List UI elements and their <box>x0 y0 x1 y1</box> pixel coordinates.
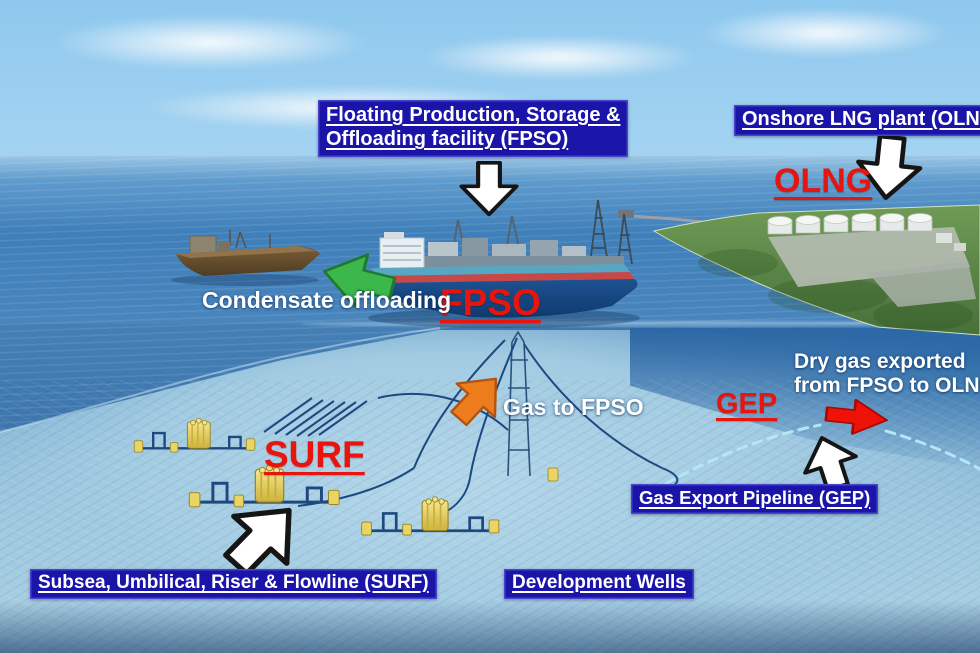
condensate-offloading-text: Condensate offloading <box>202 287 452 313</box>
flowlines <box>263 337 679 519</box>
surf-annotation: SURF <box>264 434 365 475</box>
dry-gas-line1: Dry gas exported <box>794 350 966 373</box>
development-wells-label-box: Development Wells <box>504 569 694 599</box>
dry-gas-export-arrow-icon <box>824 398 889 435</box>
onshore-lng-plant <box>617 204 980 336</box>
hull <box>378 279 638 318</box>
cloud <box>420 35 700 80</box>
gas-to-fpso-text: Gas to FPSO <box>503 394 644 420</box>
condensate-tanker <box>171 230 320 286</box>
waterline-foam <box>300 321 980 327</box>
gep-up-arrow-icon <box>803 436 858 493</box>
gep-dashed-pipeline <box>650 423 980 494</box>
gep-annotation: GEP <box>716 388 778 420</box>
surf-up-right-arrow-icon <box>223 507 292 577</box>
plant-pad <box>868 261 976 307</box>
gep-label-text: Gas Export Pipeline (GEP) <box>639 487 871 508</box>
flare-tower <box>589 199 633 265</box>
development-wells-label-text: Development Wells <box>512 572 686 593</box>
olng-annotation: OLNG <box>774 162 873 200</box>
hull-teal-band <box>372 264 630 276</box>
topside-modules <box>428 238 586 256</box>
fpso-label-box: Floating Production, Storage & Offloadin… <box>318 100 629 157</box>
dry-gas-line2: from FPSO to OLNG <box>794 374 980 398</box>
plant-building <box>936 233 952 243</box>
gep-label-box: Gas Export Pipeline (GEP) <box>631 484 879 514</box>
fpso-annotation: FPSO <box>440 282 541 323</box>
surf-label-text: Subsea, Umbilical, Riser & Flowline (SUR… <box>38 572 429 593</box>
surf-label-box: Subsea, Umbilical, Riser & Flowline (SUR… <box>30 569 437 599</box>
fpso-label-line1: Floating Production, Storage & <box>326 104 621 126</box>
cloud <box>50 15 370 70</box>
olng-label-box: Onshore LNG plant (OLNG) <box>734 105 980 136</box>
dry-gas-exported-text: Dry gas exported from FPSO to OLNG <box>794 350 980 398</box>
subsea-manifold-1 <box>133 417 257 454</box>
tanker-shadow <box>171 274 319 286</box>
plant-building <box>954 243 966 251</box>
riser-tower <box>507 330 531 477</box>
cloud <box>700 8 950 58</box>
condensate-offloading-arrow-icon <box>322 253 397 308</box>
lng-storage-tanks <box>767 213 933 235</box>
fpso-label-line2: Offloading facility (FPSO) <box>326 128 569 151</box>
fpso-down-arrow-icon <box>459 160 519 217</box>
subsea-manifold-3 <box>360 495 501 537</box>
olng-down-arrow-icon <box>856 134 923 200</box>
fpso-vessel <box>368 199 640 328</box>
gas-to-fpso-arrow-icon <box>450 377 498 427</box>
vegetation <box>698 249 778 277</box>
bottom-shade <box>0 600 980 653</box>
cutaway-seam <box>0 327 441 433</box>
subsea-well-tree <box>547 467 559 482</box>
hull-red-stripe <box>374 272 634 283</box>
jetty-vessel <box>618 210 634 218</box>
accommodation-block <box>379 232 425 271</box>
olng-label-text: Onshore LNG plant (OLNG) <box>742 108 980 130</box>
